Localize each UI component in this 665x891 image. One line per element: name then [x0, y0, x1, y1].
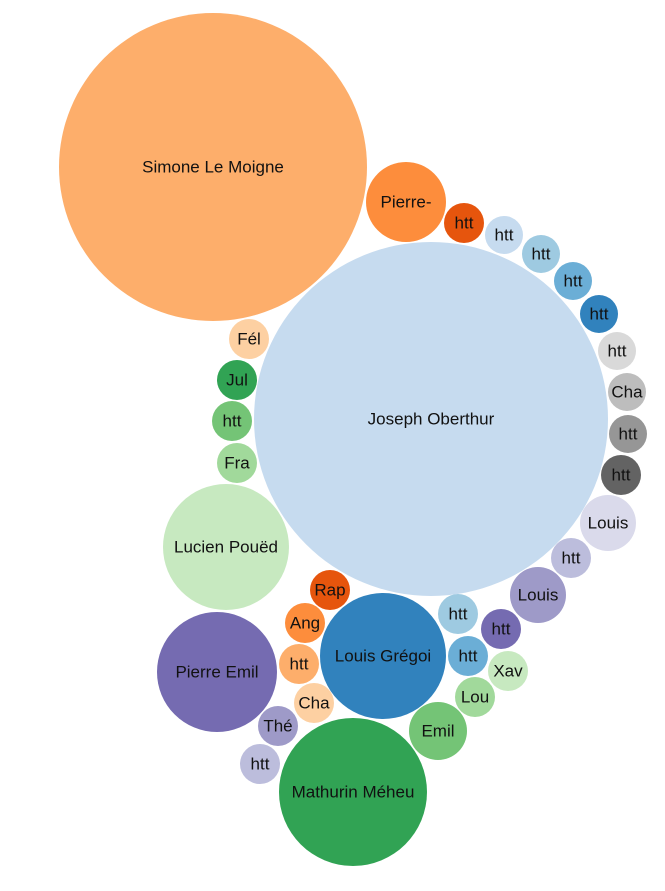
bubble-circle[interactable] — [444, 203, 484, 243]
bubble-circle[interactable] — [157, 612, 277, 732]
bubble-circle[interactable] — [510, 567, 566, 623]
bubble[interactable]: htt — [444, 203, 484, 243]
bubble[interactable]: Jul — [217, 360, 257, 400]
bubble-circle[interactable] — [598, 332, 636, 370]
bubble-circle[interactable] — [551, 538, 591, 578]
bubble[interactable]: htt — [212, 401, 252, 441]
bubble[interactable]: Fra — [217, 443, 257, 483]
bubble[interactable]: Cha — [294, 683, 334, 723]
bubble[interactable]: htt — [481, 609, 521, 649]
bubble[interactable]: Fél — [229, 319, 269, 359]
bubble-circle[interactable] — [448, 636, 488, 676]
bubble[interactable]: htt — [551, 538, 591, 578]
bubble-circle[interactable] — [258, 706, 298, 746]
bubble[interactable]: htt — [438, 594, 478, 634]
bubble[interactable]: Pierre- — [366, 162, 446, 242]
bubble-circle[interactable] — [409, 702, 467, 760]
bubble-circle[interactable] — [608, 373, 646, 411]
bubble-circle[interactable] — [438, 594, 478, 634]
bubble-circle[interactable] — [580, 295, 618, 333]
bubble[interactable]: Louis — [580, 495, 636, 551]
bubble-circle[interactable] — [279, 644, 319, 684]
bubble-circle[interactable] — [310, 570, 350, 610]
bubble-circle[interactable] — [279, 718, 427, 866]
bubble-circle[interactable] — [217, 360, 257, 400]
bubble-circle[interactable] — [554, 262, 592, 300]
bubble-circle[interactable] — [240, 744, 280, 784]
bubble-circle[interactable] — [212, 401, 252, 441]
bubble-circle[interactable] — [488, 651, 528, 691]
bubble[interactable]: Rap — [310, 570, 350, 610]
bubble-circle[interactable] — [601, 455, 641, 495]
bubble-circle[interactable] — [320, 593, 446, 719]
bubble[interactable]: Cha — [608, 373, 646, 411]
bubble[interactable]: htt — [240, 744, 280, 784]
bubble[interactable]: Joseph Oberthur — [254, 242, 608, 596]
bubble[interactable]: Louis Grégoi — [320, 593, 446, 719]
bubble[interactable]: htt — [522, 235, 560, 273]
bubble[interactable]: Lucien Pouëd — [163, 484, 289, 610]
bubble[interactable]: Lou — [455, 677, 495, 717]
bubble-circle[interactable] — [609, 415, 647, 453]
bubble[interactable]: htt — [598, 332, 636, 370]
bubble-circle[interactable] — [59, 13, 367, 321]
bubble[interactable]: Pierre Emil — [157, 612, 277, 732]
bubble-circle[interactable] — [254, 242, 608, 596]
bubble[interactable]: htt — [485, 216, 523, 254]
bubble-circle[interactable] — [485, 216, 523, 254]
bubble[interactable]: Emil — [409, 702, 467, 760]
bubble-circle[interactable] — [522, 235, 560, 273]
bubble[interactable]: htt — [609, 415, 647, 453]
bubble[interactable]: Simone Le Moigne — [59, 13, 367, 321]
bubble[interactable]: htt — [448, 636, 488, 676]
bubble-circle[interactable] — [294, 683, 334, 723]
bubble-circle[interactable] — [455, 677, 495, 717]
bubble[interactable]: Mathurin Méheu — [279, 718, 427, 866]
bubble[interactable]: Ang — [285, 603, 325, 643]
bubble-circle[interactable] — [217, 443, 257, 483]
bubble[interactable]: htt — [580, 295, 618, 333]
bubble[interactable]: htt — [279, 644, 319, 684]
bubble[interactable]: Thé — [258, 706, 298, 746]
bubble-circle[interactable] — [580, 495, 636, 551]
bubble[interactable]: Louis — [510, 567, 566, 623]
bubble-circle[interactable] — [366, 162, 446, 242]
bubble-circle[interactable] — [229, 319, 269, 359]
bubble[interactable]: Xav — [488, 651, 528, 691]
bubble[interactable]: htt — [601, 455, 641, 495]
bubble-circle[interactable] — [481, 609, 521, 649]
bubble-circle[interactable] — [163, 484, 289, 610]
bubble-circle[interactable] — [285, 603, 325, 643]
bubble[interactable]: htt — [554, 262, 592, 300]
